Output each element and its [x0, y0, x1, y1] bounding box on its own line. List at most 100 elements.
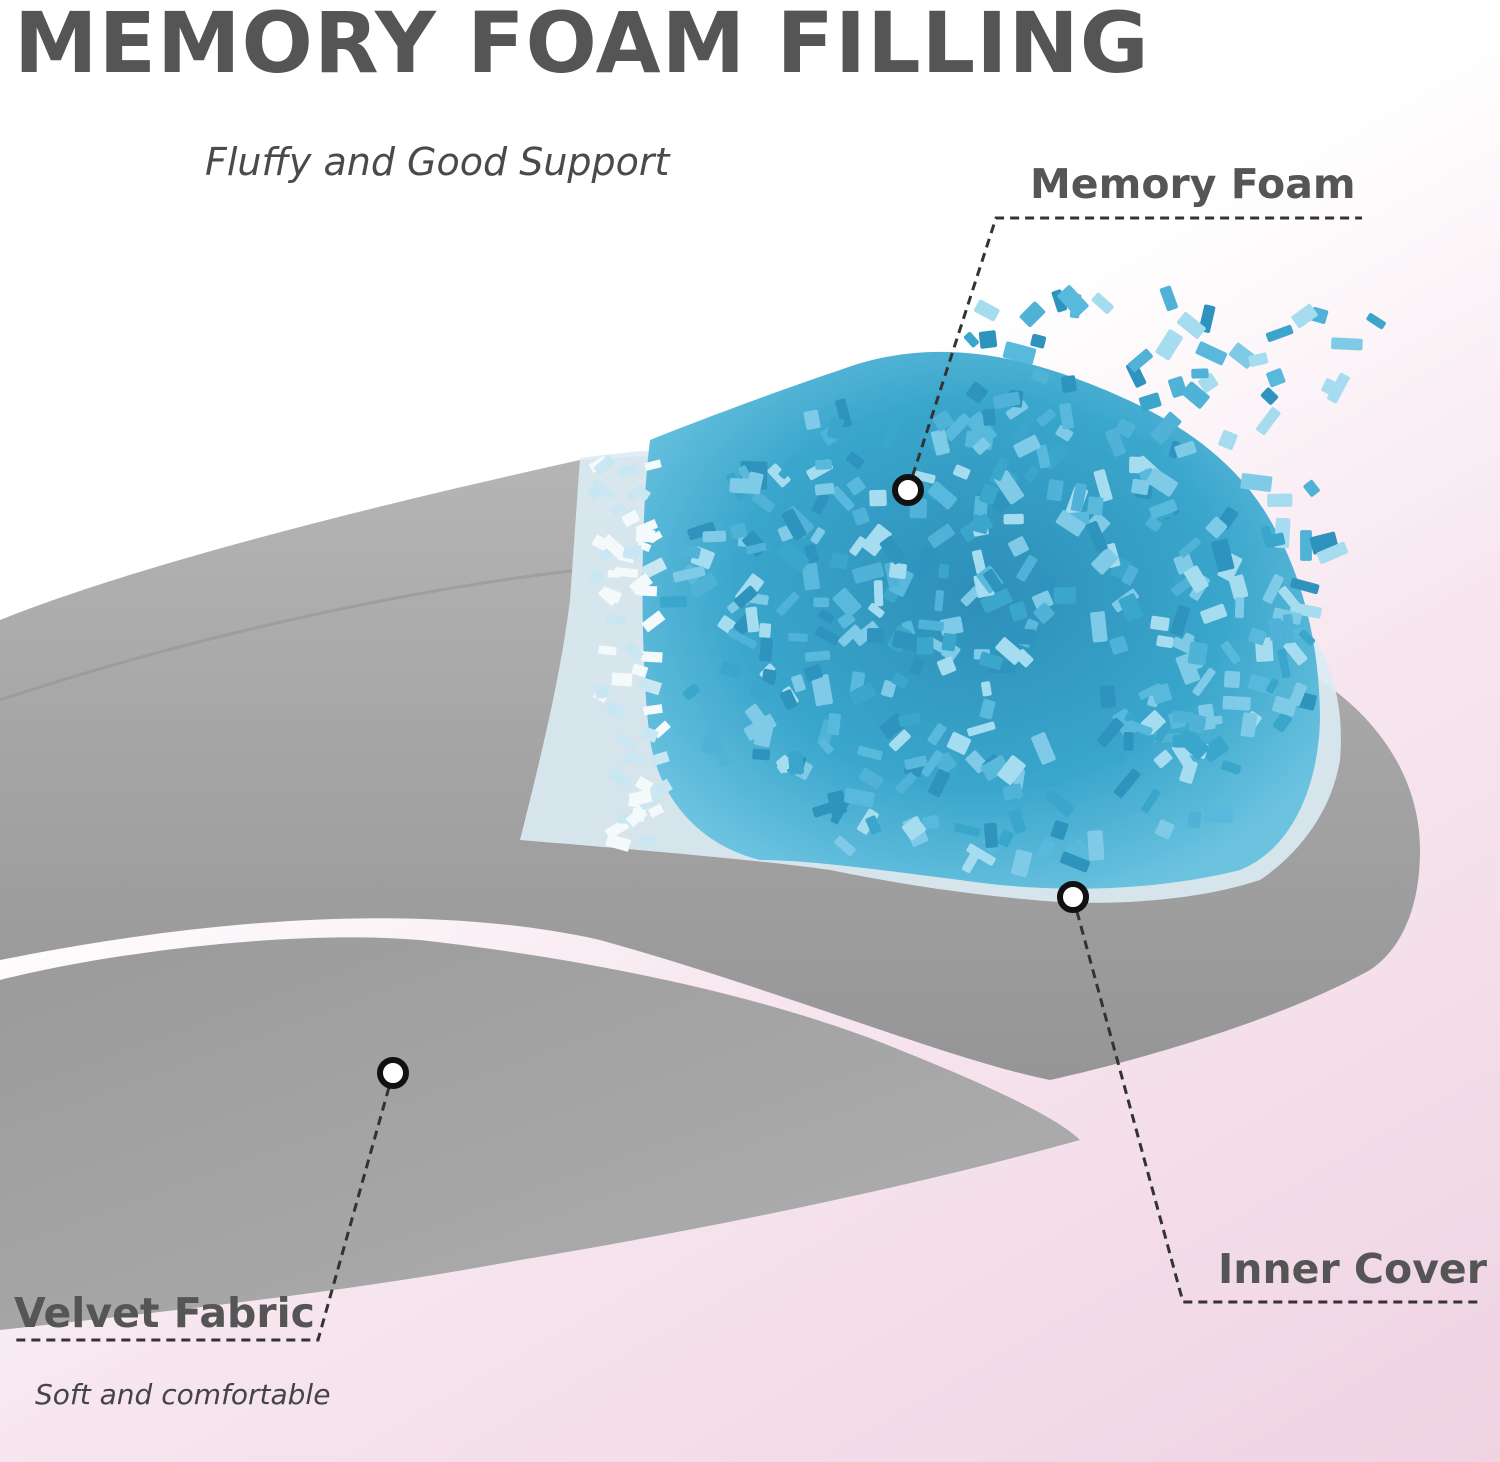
page-title: MEMORY FOAM FILLING [14, 0, 1150, 92]
foam-piece [753, 721, 774, 748]
foam-piece [892, 630, 922, 652]
foam-piece [1220, 641, 1241, 665]
foam-piece [898, 712, 922, 728]
foam-piece [857, 745, 883, 761]
foam-piece [888, 562, 907, 580]
foam-piece [861, 523, 892, 557]
inner-foam-piece [644, 459, 662, 471]
foam-piece [1154, 819, 1175, 840]
memory-foam-label: Memory Foam [1030, 160, 1356, 208]
foam-piece [1156, 635, 1174, 649]
inner-foam-piece [629, 752, 647, 765]
velvet-fabric-caption: Soft and comfortable [35, 1378, 331, 1411]
foam-piece [1288, 682, 1307, 707]
foam-piece [1112, 708, 1139, 738]
foam-piece [1051, 289, 1068, 313]
foam-piece [811, 674, 834, 707]
foam-piece [852, 621, 880, 646]
foam-piece [746, 471, 764, 495]
inner-cover-label: Inner Cover [1218, 1245, 1487, 1293]
foam-piece [979, 698, 996, 720]
foam-piece [932, 410, 954, 432]
inner-cover-marker [1057, 881, 1089, 913]
foam-piece [1086, 520, 1108, 553]
foam-piece [803, 409, 821, 430]
foam-piece [869, 489, 887, 507]
inner-foam-piece [593, 454, 616, 476]
foam-piece [1046, 479, 1064, 502]
foam-piece [1187, 641, 1208, 666]
foam-piece [711, 740, 730, 767]
foam-piece [1109, 635, 1129, 655]
inner-foam-piece [635, 519, 659, 536]
foam-piece [1139, 439, 1162, 460]
foam-piece [1278, 586, 1305, 616]
foam-piece [767, 463, 791, 488]
foam-piece [1138, 392, 1162, 412]
pillow-lower-arm [0, 937, 1080, 1330]
foam-piece [904, 755, 928, 770]
foam-piece [745, 606, 760, 633]
foam-piece [1123, 732, 1134, 751]
inner-foam-piece [604, 818, 630, 840]
foam-piece [1155, 329, 1183, 361]
foam-piece [967, 721, 996, 737]
inner-foam-piece [598, 645, 617, 656]
foam-piece [1059, 402, 1075, 430]
foam-piece [927, 723, 947, 746]
memory-foam-marker [892, 474, 924, 506]
foam-piece [1266, 368, 1286, 388]
inner-foam-piece [633, 484, 651, 501]
foam-piece [1150, 411, 1182, 445]
foam-piece [1171, 742, 1195, 771]
foam-piece [1140, 788, 1161, 814]
foam-piece [1060, 375, 1077, 393]
foam-piece [801, 562, 821, 591]
foam-piece [1282, 613, 1295, 644]
foam-piece [689, 572, 718, 598]
foam-piece [1036, 408, 1056, 427]
foam-piece [752, 748, 771, 761]
foam-piece [672, 565, 706, 583]
foam-piece [1002, 341, 1037, 365]
inner-foam-piece [653, 778, 673, 798]
foam-piece [1220, 760, 1242, 775]
foam-piece [918, 619, 944, 632]
inner-foam-piece [622, 546, 641, 561]
foam-piece [909, 657, 925, 676]
velvet-fabric-label: Velvet Fabric [14, 1289, 315, 1337]
foam-piece [974, 299, 1000, 322]
foam-piece [751, 491, 775, 513]
foam-piece [843, 787, 875, 808]
foam-piece [717, 615, 736, 634]
foam-piece [941, 633, 957, 652]
velvet-fabric-marker [377, 1057, 409, 1089]
foam-piece [1260, 525, 1275, 548]
foam-piece [818, 738, 834, 755]
foam-piece [1118, 593, 1144, 622]
inner-foam-piece [625, 806, 648, 828]
foam-piece [1223, 670, 1241, 688]
foam-piece [1013, 434, 1041, 458]
foam-piece [1099, 685, 1116, 709]
foam-piece [810, 527, 825, 545]
inner-foam-piece [637, 835, 655, 847]
foam-piece [1016, 555, 1038, 582]
foam-piece [868, 603, 885, 618]
foam-piece [758, 623, 772, 638]
foam-piece [1277, 648, 1291, 679]
foam-piece [997, 829, 1014, 848]
inner-foam-piece [640, 726, 659, 743]
foam-piece [778, 453, 802, 479]
foam-piece [992, 391, 1021, 410]
foam-piece [1192, 667, 1216, 696]
foam-piece [829, 552, 849, 570]
foam-piece [1035, 444, 1051, 469]
foam-piece [1005, 400, 1029, 420]
inner-foam-piece [636, 540, 652, 553]
inner-foam-piece [607, 765, 632, 790]
foam-piece [889, 729, 911, 752]
foam-piece [776, 541, 810, 573]
subheadline: Fluffy and Good Support [205, 140, 670, 184]
foam-piece [953, 822, 981, 837]
